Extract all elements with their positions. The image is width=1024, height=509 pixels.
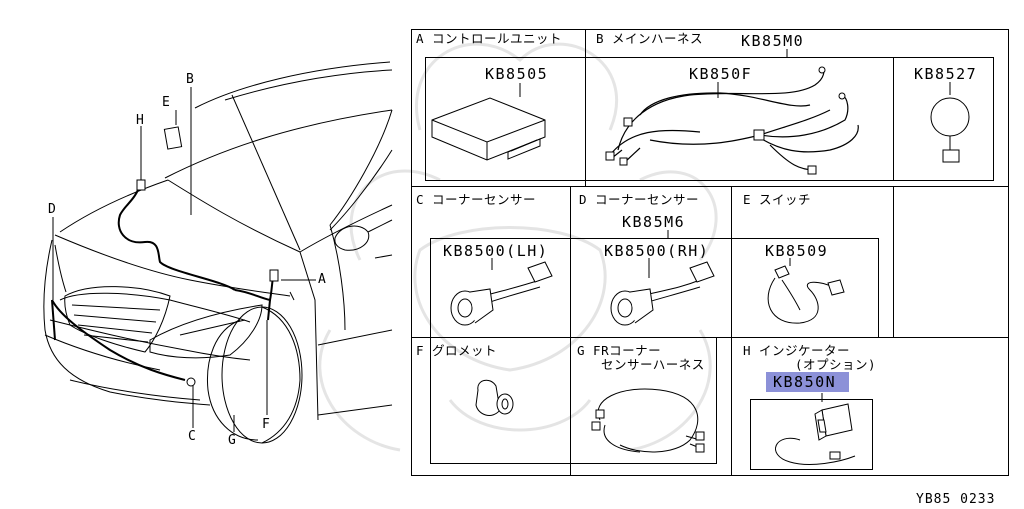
- cell-d-kit: KB85M6: [622, 213, 686, 231]
- grommet-drawing: [475, 379, 514, 416]
- cell-c-part: KB8500(LH): [443, 242, 549, 260]
- fr-harness-drawing: [591, 388, 705, 453]
- cell-b-part: KB850F: [689, 65, 753, 83]
- cell-h-title-1: H インジケーター: [743, 343, 851, 358]
- cell-h-title-2: (オプション): [795, 357, 877, 372]
- car-harness: [51, 184, 275, 381]
- kit-leaders: [491, 49, 951, 402]
- cell-c-title: C コーナーセンサー: [416, 192, 537, 207]
- corner-sensor-rh-drawing: [610, 261, 715, 326]
- car-outline: [43, 61, 393, 444]
- cell-e-title: E スイッチ: [743, 192, 812, 207]
- cell-f-title: F グロメット: [416, 343, 498, 358]
- cell-b2-part: KB8527: [914, 65, 978, 83]
- watermark-emblem: [318, 42, 718, 452]
- figure-code: YB85 0233: [916, 492, 996, 507]
- cell-d-part: KB8500(RH): [604, 242, 710, 260]
- car-label-a: A: [318, 272, 326, 287]
- car-label-e: E: [162, 95, 170, 110]
- car-label-b: B: [186, 72, 194, 87]
- cell-a-part: KB8505: [485, 65, 549, 83]
- car-label-f: F: [262, 417, 270, 432]
- indicator-drawing: [930, 97, 970, 163]
- car-label-h: H: [136, 113, 144, 128]
- table-grid: [411, 29, 1009, 476]
- main-harness-connectors: [605, 66, 846, 175]
- cell-b-kit: KB85M0: [741, 32, 805, 50]
- car-label-g: G: [228, 433, 236, 448]
- cell-h-part: KB850N: [773, 373, 837, 391]
- cell-b-title: B メインハーネス: [596, 31, 704, 46]
- corner-sensor-lh-drawing: [450, 261, 553, 326]
- car-label-d: D: [48, 202, 56, 217]
- indicator-option-drawing: [775, 403, 856, 465]
- car-label-c: C: [188, 429, 196, 444]
- cell-g-title-2: センサーハーネス: [601, 357, 705, 372]
- main-harness-drawing: [609, 67, 859, 171]
- cell-d-title: D コーナーセンサー: [579, 192, 700, 207]
- control-unit-drawing: [431, 97, 546, 161]
- car-leaders: [52, 87, 316, 432]
- part-highlight: [766, 372, 849, 392]
- cell-e-part: KB8509: [765, 242, 829, 260]
- switch-drawing: [767, 265, 845, 324]
- cell-g-title-1: G FRコーナー: [577, 343, 662, 358]
- cell-a-title: A コントロールユニット: [416, 31, 563, 46]
